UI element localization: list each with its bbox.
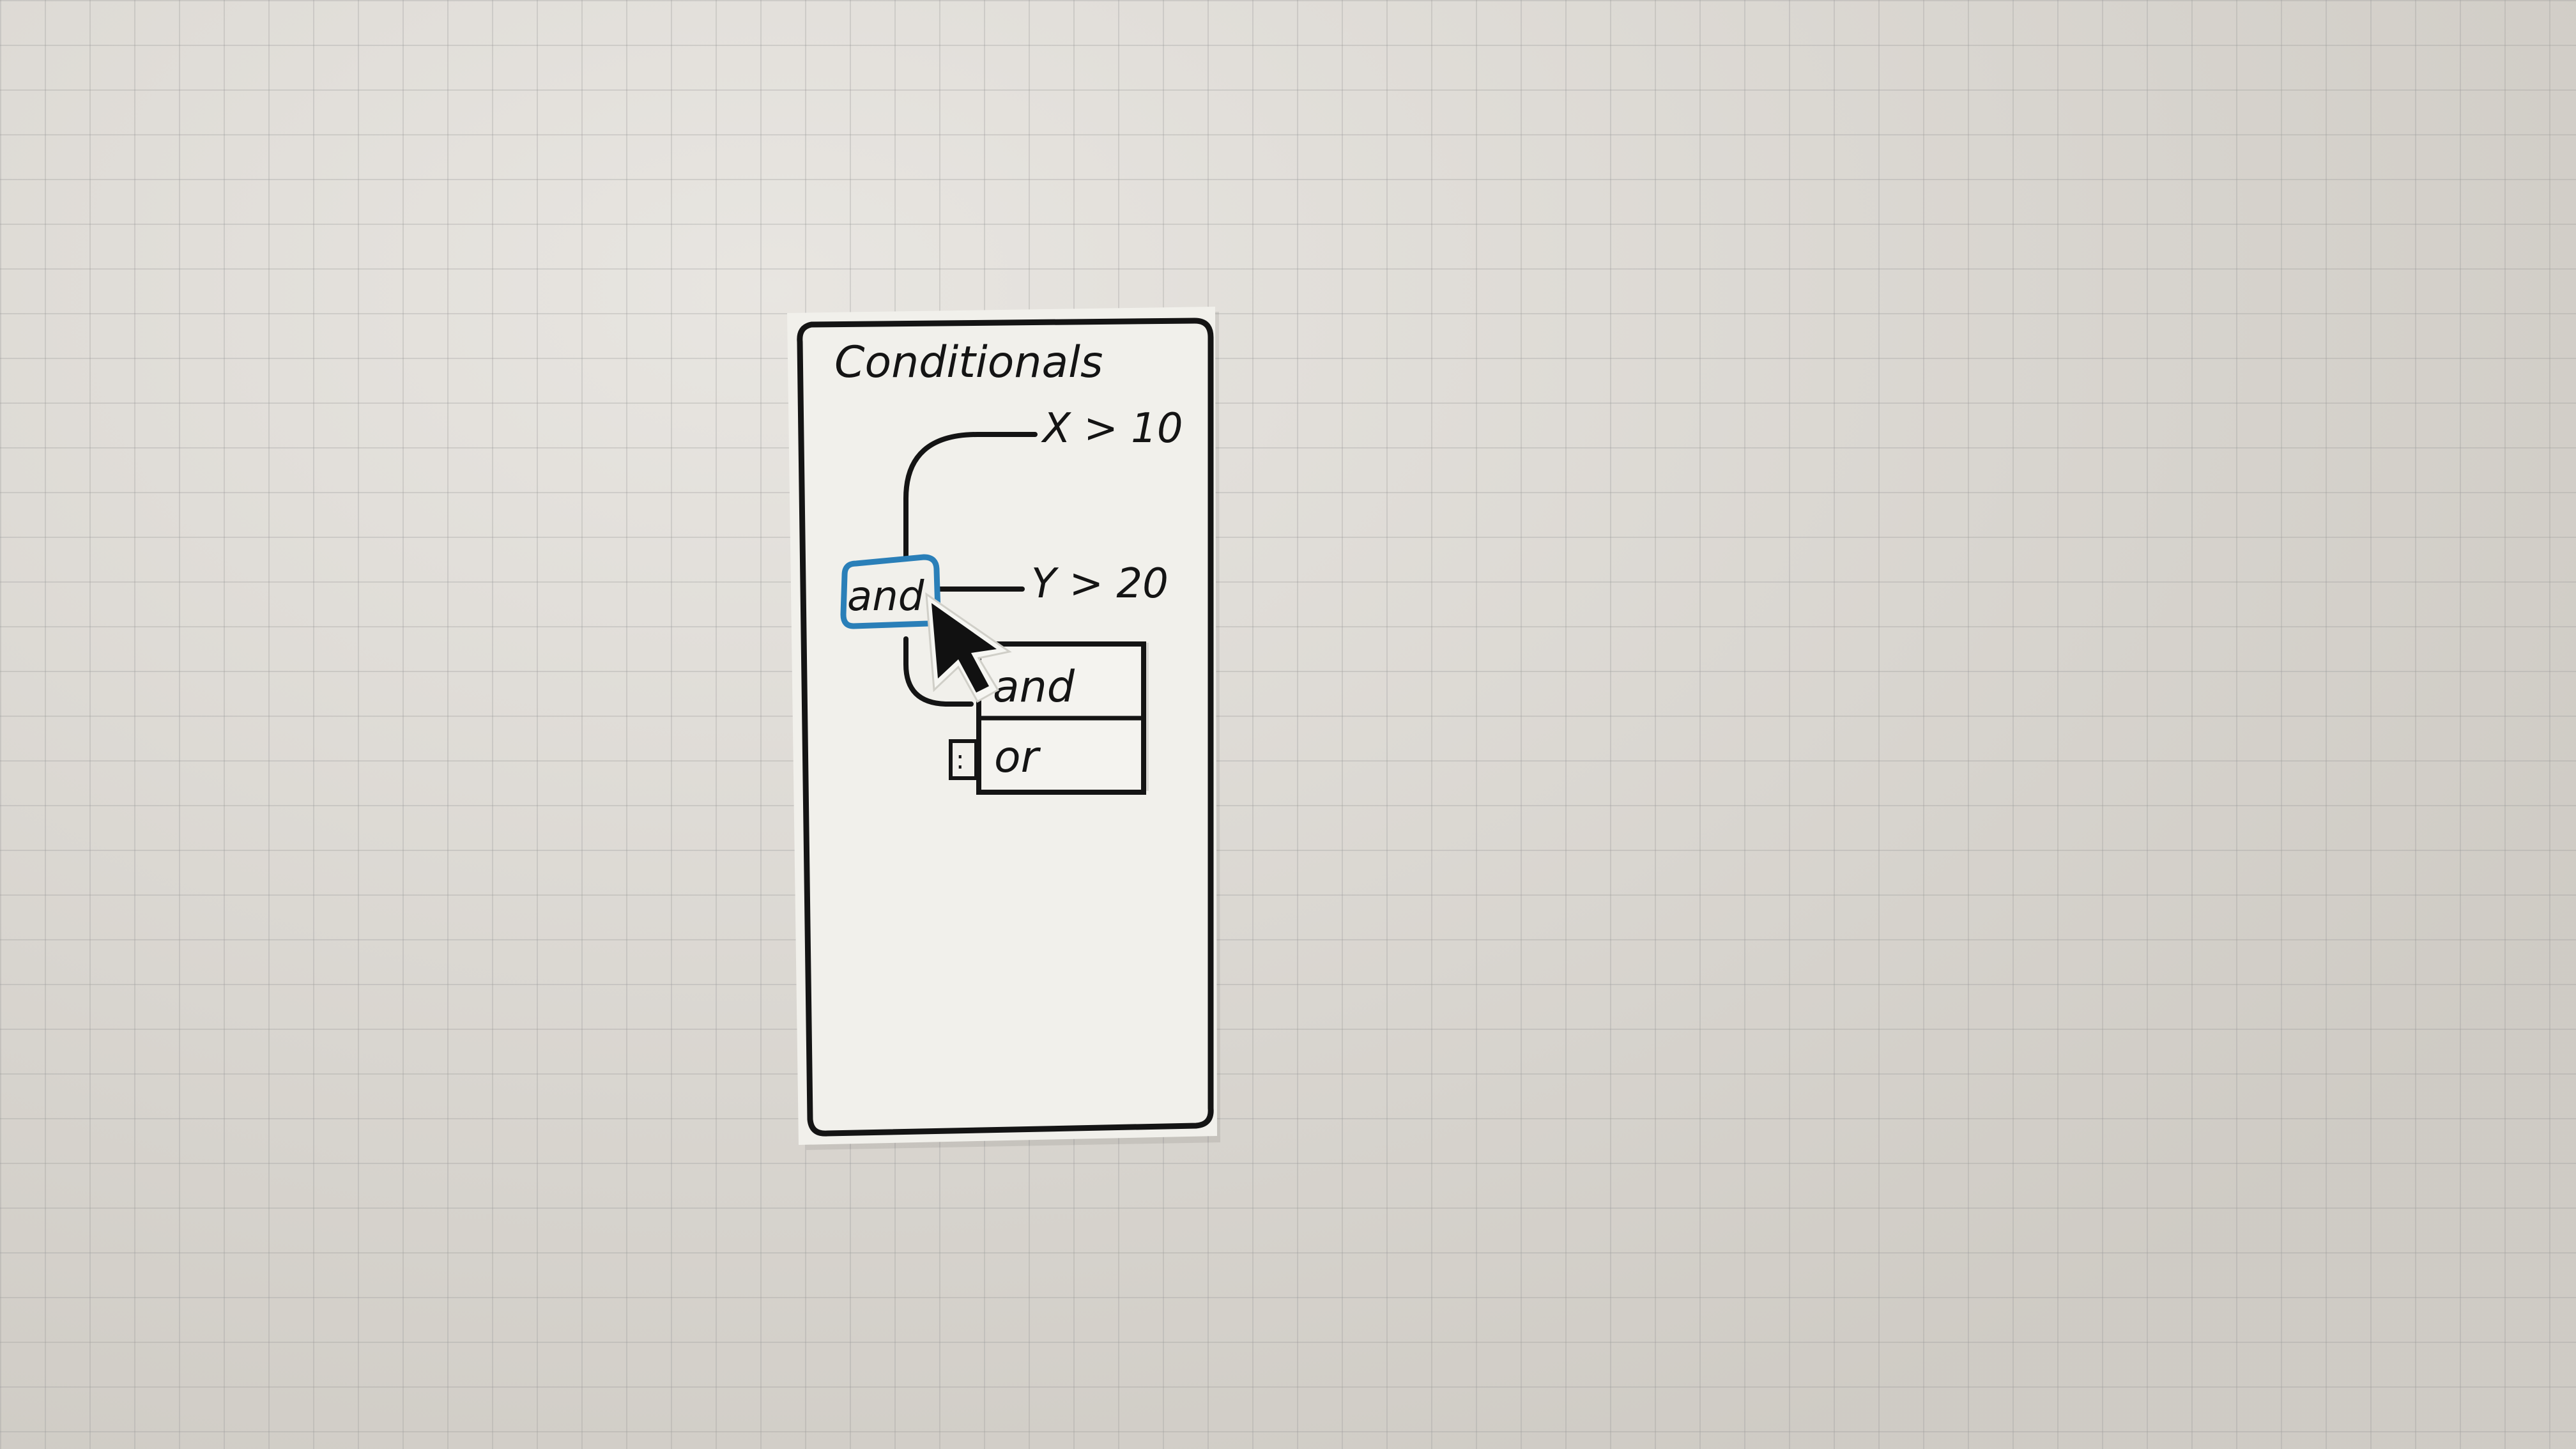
panel-title: Conditionals	[834, 337, 1103, 388]
operator-chip[interactable]: and	[840, 554, 941, 629]
window-frame	[797, 318, 1214, 1137]
operator-chip-outline	[840, 554, 941, 629]
condition-text-1: X > 10	[1041, 405, 1183, 452]
mouse-cursor-icon	[925, 592, 1012, 703]
condition-text-2: Y > 20	[1031, 560, 1169, 608]
operator-chip-label: and	[847, 573, 924, 620]
dropdown-option-or-label: or	[994, 732, 1041, 783]
condition-row-2[interactable]: Y > 20	[1031, 560, 1169, 608]
branch-to-add-row	[903, 636, 974, 707]
branch-to-first-condition	[903, 432, 1038, 564]
operator-dropdown-menu: and or	[976, 641, 1149, 795]
condition-row-1[interactable]: X > 10	[1041, 405, 1183, 452]
condition-tree-connectors	[903, 432, 1038, 707]
dropdown-option-and-label: and	[993, 662, 1075, 712]
dropdown-option-or[interactable]: or	[981, 721, 1141, 790]
dropdown-option-and[interactable]: and	[981, 647, 1141, 717]
add-condition-glyph: :	[956, 746, 964, 775]
